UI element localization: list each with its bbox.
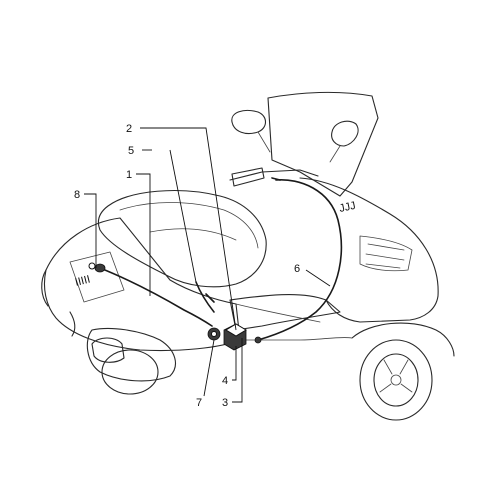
callout-labels: 2 5 1 8 6 4 3 7 xyxy=(74,123,300,409)
rear-body xyxy=(43,217,241,352)
leader-8 xyxy=(84,193,97,268)
windscreen xyxy=(267,91,379,197)
handlebar xyxy=(229,169,319,181)
exhaust xyxy=(91,337,125,363)
leader-7 xyxy=(203,339,215,397)
callout-1: 1 xyxy=(126,169,132,181)
engine-case xyxy=(86,327,176,382)
callout-7: 7 xyxy=(196,397,202,409)
rear-badge: IIIII xyxy=(74,274,92,289)
front-fender xyxy=(351,322,455,357)
cable-6 xyxy=(257,179,343,341)
right-mirror xyxy=(331,120,359,147)
seat xyxy=(97,189,267,288)
fitting-7 xyxy=(207,327,221,341)
callout-5: 5 xyxy=(128,145,134,157)
front-badge: JJJ xyxy=(338,200,357,215)
components xyxy=(88,262,262,351)
leader-2 xyxy=(140,127,237,331)
front-body xyxy=(299,177,439,323)
cable-5 xyxy=(195,281,215,313)
junction-block xyxy=(223,323,247,351)
rear-wheel xyxy=(101,349,159,395)
callout-3: 3 xyxy=(222,397,228,409)
callout-4: 4 xyxy=(222,375,228,387)
scooter-outline: JJJ IIIII xyxy=(41,91,455,421)
floorboard xyxy=(229,293,341,331)
leader-lines xyxy=(84,127,331,403)
cable-1 xyxy=(99,267,213,327)
callout-2: 2 xyxy=(126,123,132,135)
leader-3 xyxy=(232,338,243,403)
callout-6: 6 xyxy=(294,263,300,275)
leader-6 xyxy=(305,269,331,287)
leader-4 xyxy=(232,346,237,381)
leader-1 xyxy=(136,173,151,296)
callout-8: 8 xyxy=(74,189,80,201)
terminal xyxy=(254,336,262,344)
left-mirror xyxy=(231,109,267,135)
connector-8 xyxy=(88,262,106,273)
cables xyxy=(99,177,343,341)
front-wheel xyxy=(359,339,433,421)
